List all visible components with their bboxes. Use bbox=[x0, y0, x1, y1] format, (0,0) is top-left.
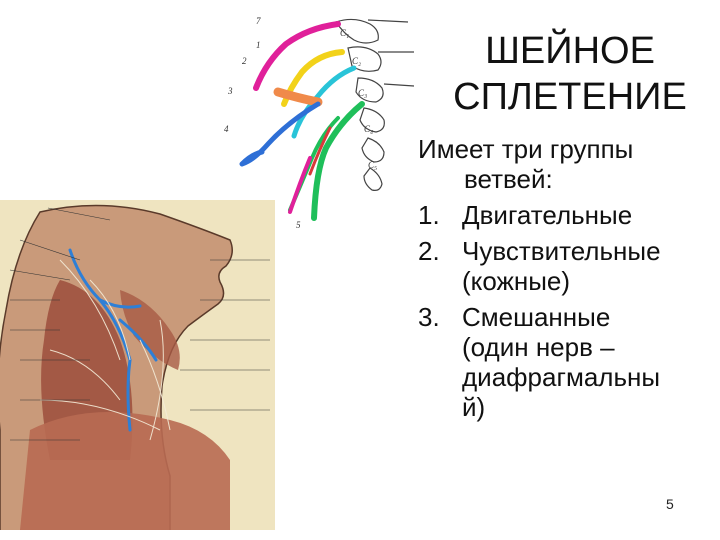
list-item-line: й) bbox=[462, 392, 486, 422]
list-item: 1. Двигательные bbox=[418, 200, 718, 230]
svg-text:C₃: C₃ bbox=[358, 88, 367, 98]
intro-line-2: ветвей: bbox=[464, 164, 553, 194]
magenta-nerve bbox=[253, 21, 341, 91]
blue-nerve bbox=[239, 101, 321, 167]
nerve-network bbox=[68, 248, 158, 432]
title-line-1: ШЕЙНОЕ bbox=[485, 30, 655, 72]
red-branch bbox=[308, 126, 332, 176]
cyan-nerve bbox=[291, 65, 357, 139]
svg-text:5: 5 bbox=[296, 220, 301, 230]
orange-nerve bbox=[273, 87, 323, 107]
list-item-text: Смешанные (один нерв – диафрагмальны й) bbox=[462, 302, 660, 422]
svg-text:7: 7 bbox=[256, 16, 261, 26]
vertebrae-outline bbox=[335, 18, 415, 191]
list-item-line: Смешанные bbox=[462, 302, 611, 332]
list-item-line: Двигательные bbox=[462, 200, 633, 230]
neck-anatomy-illustration bbox=[0, 200, 275, 530]
svg-text:C₁: C₁ bbox=[340, 28, 349, 38]
list-item-number: 3. bbox=[418, 302, 440, 332]
svg-text:1: 1 bbox=[256, 40, 261, 50]
intro-text: Имеет три группы ветвей: bbox=[418, 134, 718, 194]
list-item-line: Чувствительные bbox=[462, 236, 661, 266]
list-item-line: (кожные) bbox=[462, 266, 571, 296]
svg-text:C₄: C₄ bbox=[364, 124, 373, 134]
list-item: 2. Чувствительные (кожные) bbox=[418, 236, 718, 296]
green-nerve bbox=[311, 101, 365, 221]
magenta-lower bbox=[288, 156, 312, 214]
list-item-line: диафрагмальны bbox=[462, 362, 661, 392]
list-item-number: 2. bbox=[418, 236, 440, 266]
list-item-text: Двигательные bbox=[462, 200, 632, 230]
page-number: 5 bbox=[666, 496, 674, 512]
slide-title: ШЕЙНОЕ СПЛЕТЕНИЕ bbox=[420, 28, 720, 120]
list-item-number: 1. bbox=[418, 200, 440, 230]
list-item: 3. Смешанные (один нерв – диафрагмальны … bbox=[418, 302, 718, 422]
fine-nerves bbox=[39, 259, 171, 441]
svg-text:4: 4 bbox=[224, 124, 229, 134]
anatomy-label-lines bbox=[9, 207, 270, 441]
svg-text:C₂: C₂ bbox=[352, 56, 361, 66]
list-item-line: (один нерв – bbox=[462, 332, 615, 362]
svg-text:C₅: C₅ bbox=[368, 160, 377, 170]
branch-groups-list: Имеет три группы ветвей: 1. Двигательные… bbox=[418, 134, 718, 422]
jaw-muscle bbox=[120, 290, 180, 370]
list-item-text: Чувствительные (кожные) bbox=[462, 236, 661, 296]
lower-neck bbox=[20, 412, 230, 530]
intro-line-1: Имеет три группы bbox=[418, 134, 634, 164]
title-line-2: СПЛЕТЕНИЕ bbox=[453, 76, 687, 118]
svg-text:2: 2 bbox=[242, 56, 247, 66]
svg-text:3: 3 bbox=[227, 86, 233, 96]
